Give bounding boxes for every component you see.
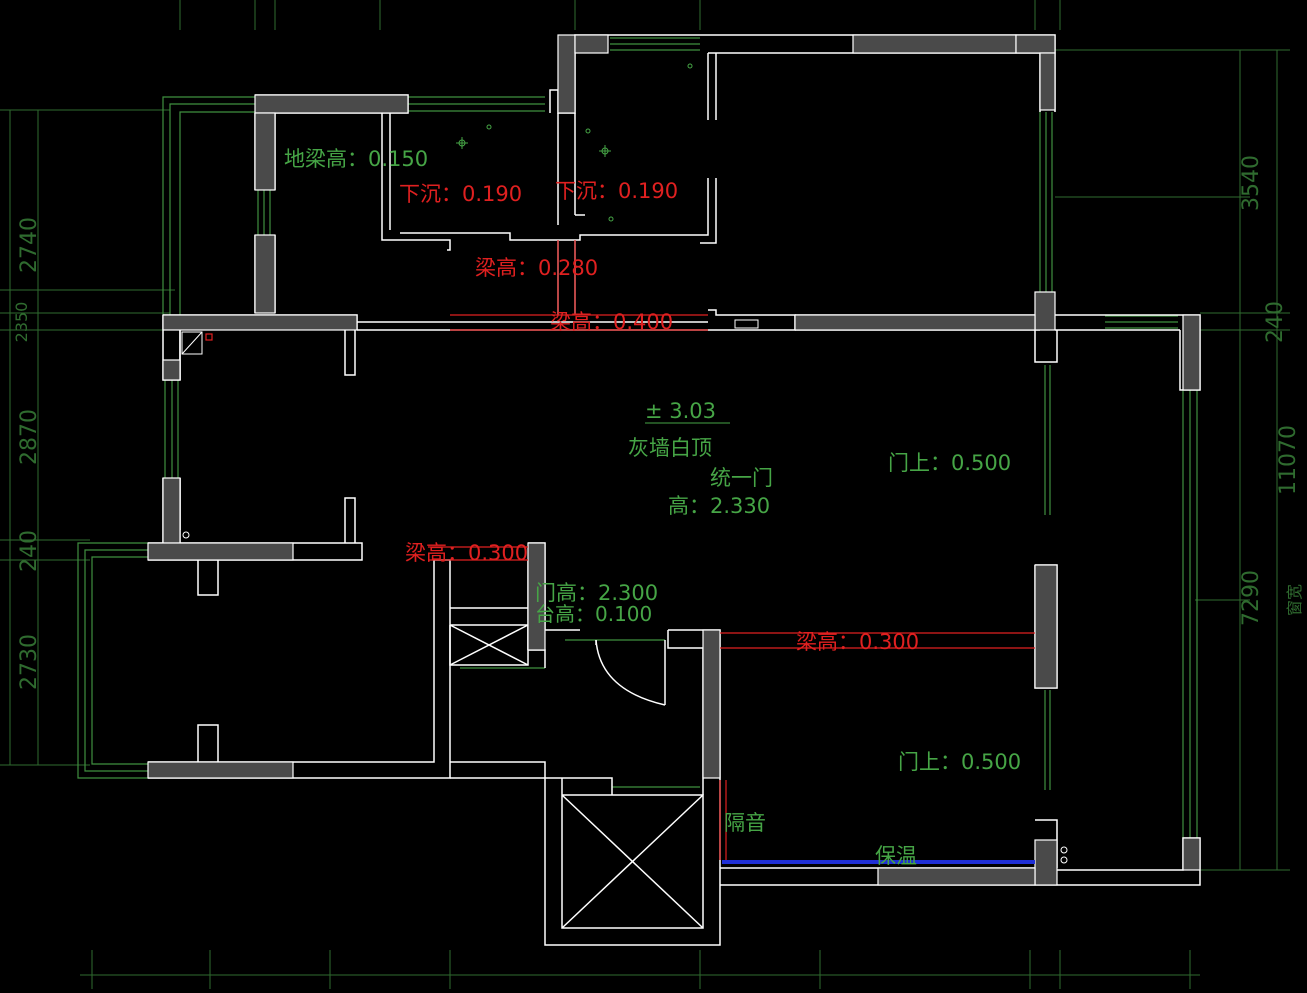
soundproof-label: 隔音 xyxy=(724,811,766,835)
dim-left-1: 2740 xyxy=(17,217,42,273)
beam-400-label: 梁高：0.400 xyxy=(550,310,673,334)
ceiling-lights xyxy=(456,63,693,222)
finish-label: 灰墙白顶 xyxy=(628,436,712,460)
door-top-label-1: 门上：0.500 xyxy=(888,451,1011,475)
wall-fills xyxy=(147,34,1201,886)
dim-left-2: 2350 xyxy=(12,302,31,343)
dim-right-side-label: 窗宽 xyxy=(1285,584,1304,616)
door-unified-label: 统一门 xyxy=(710,466,773,490)
wall-outlines xyxy=(148,34,1201,946)
window-lines xyxy=(77,37,1198,838)
beam-300-left-label: 梁高：0.300 xyxy=(405,541,528,565)
beam-300-right-label: 梁高：0.300 xyxy=(796,630,919,654)
sink-label-2: 下沉：0.190 xyxy=(555,179,678,203)
floor-beam-label: 地梁高：0.150 xyxy=(284,147,428,171)
level-label: ± 3.03 xyxy=(645,399,716,423)
dim-right-2: 240 xyxy=(1263,301,1288,343)
sink-label-1: 下沉：0.190 xyxy=(399,182,522,206)
dimension-texts: 2740 2350 2870 240 2730 3540 240 11070 7… xyxy=(12,155,1304,690)
dim-left-3: 2870 xyxy=(17,409,42,465)
dim-right-1: 3540 xyxy=(1239,155,1264,211)
sill-h-label: 台高：0.100 xyxy=(535,602,652,626)
beam-280-label: 梁高：0.280 xyxy=(475,256,598,280)
dim-left-5: 2730 xyxy=(17,634,42,690)
door-height-label: 高：2.330 xyxy=(668,494,770,518)
dim-right-4: 7290 xyxy=(1239,570,1264,626)
dim-right-3: 11070 xyxy=(1276,425,1301,495)
door-top-label-2: 门上：0.500 xyxy=(898,750,1021,774)
insulation-label: 保温 xyxy=(875,844,917,868)
door-h-label: 门高：2.300 xyxy=(535,581,658,605)
red-annotations: 下沉：0.190 下沉：0.190 梁高：0.280 梁高：0.400 梁高：0… xyxy=(399,179,919,654)
top-bottom-dimension-ticks xyxy=(80,0,1200,989)
beam-lines xyxy=(205,240,1035,860)
dim-left-4: 240 xyxy=(17,530,42,572)
green-annotations: 地梁高：0.150 ± 3.03 灰墙白顶 统一门 高：2.330 门上：0.5… xyxy=(284,147,1021,868)
fixture-symbols xyxy=(181,319,1068,864)
right-dimension-lines xyxy=(1055,49,1290,871)
left-dimension-lines xyxy=(0,109,175,766)
